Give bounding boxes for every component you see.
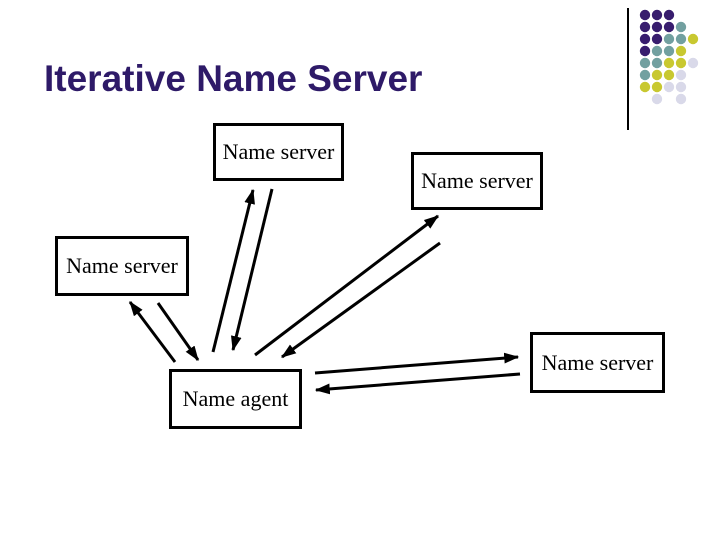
node-label-name-agent: Name agent [182, 386, 289, 411]
node-name-server-right-upper: Name server [411, 152, 543, 210]
arrow-agent-to-left-server [128, 301, 177, 363]
node-name-server-right-lower: Name server [530, 332, 665, 393]
arrow-top-server-to-agent [231, 188, 274, 352]
arrow-agent-to-top-server [211, 188, 255, 353]
arrow-left-server-to-agent [156, 302, 200, 361]
node-label-name-server-right-upper: Name server [421, 168, 533, 193]
arrow-right-lower-server-to-agent [314, 372, 521, 395]
arrow-agent-to-right-lower-server [314, 352, 520, 375]
slide-title: Iterative Name Server [44, 58, 423, 99]
node-name-agent: Name agent [169, 369, 302, 429]
node-name-server-top: Name server [213, 123, 344, 181]
decoration-vertical-line [627, 8, 629, 130]
arrow-right-upper-server-to-agent [281, 241, 441, 359]
node-label-name-server-right-lower: Name server [541, 349, 654, 375]
node-label-name-server-top: Name server [222, 139, 335, 164]
node-label-name-server-left: Name server [66, 253, 178, 278]
node-name-server-left: Name server [55, 236, 189, 296]
arrow-agent-to-right-upper-server [254, 214, 439, 357]
